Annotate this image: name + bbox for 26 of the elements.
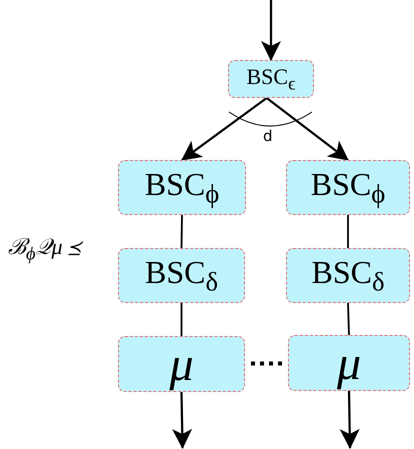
math-expression: ℬ$_{ϕ}$𝒬μ ⪯	[8, 233, 82, 264]
connector-line	[180, 303, 182, 336]
process-box	[118, 336, 245, 392]
arrow	[266, 97, 349, 161]
arrow	[261, 0, 281, 61]
node-label: μ	[169, 336, 194, 392]
connector-line	[180, 214, 183, 248]
process-box	[286, 248, 410, 303]
process-box	[118, 160, 246, 215]
process-box	[288, 335, 410, 391]
angle-label: d	[263, 127, 273, 145]
process-box	[286, 160, 410, 215]
process-box	[118, 248, 245, 303]
process-box	[228, 60, 314, 98]
arrow	[172, 392, 192, 449]
connector-line	[347, 302, 350, 336]
node-label: BSC$_{δ}$	[144, 254, 218, 298]
node-label: μ	[336, 336, 362, 390]
dotted-connector	[251, 362, 282, 366]
node-label: BSC$_{ϕ}$	[144, 166, 220, 210]
node-label: BSC$_{δ}$	[311, 254, 385, 298]
node-label: BSC$_{ϵ}$	[246, 64, 296, 94]
arrow	[340, 390, 360, 449]
arrow	[181, 97, 268, 161]
connector-line	[347, 215, 349, 248]
node-label: BSC$_{ϕ}$	[310, 166, 386, 210]
